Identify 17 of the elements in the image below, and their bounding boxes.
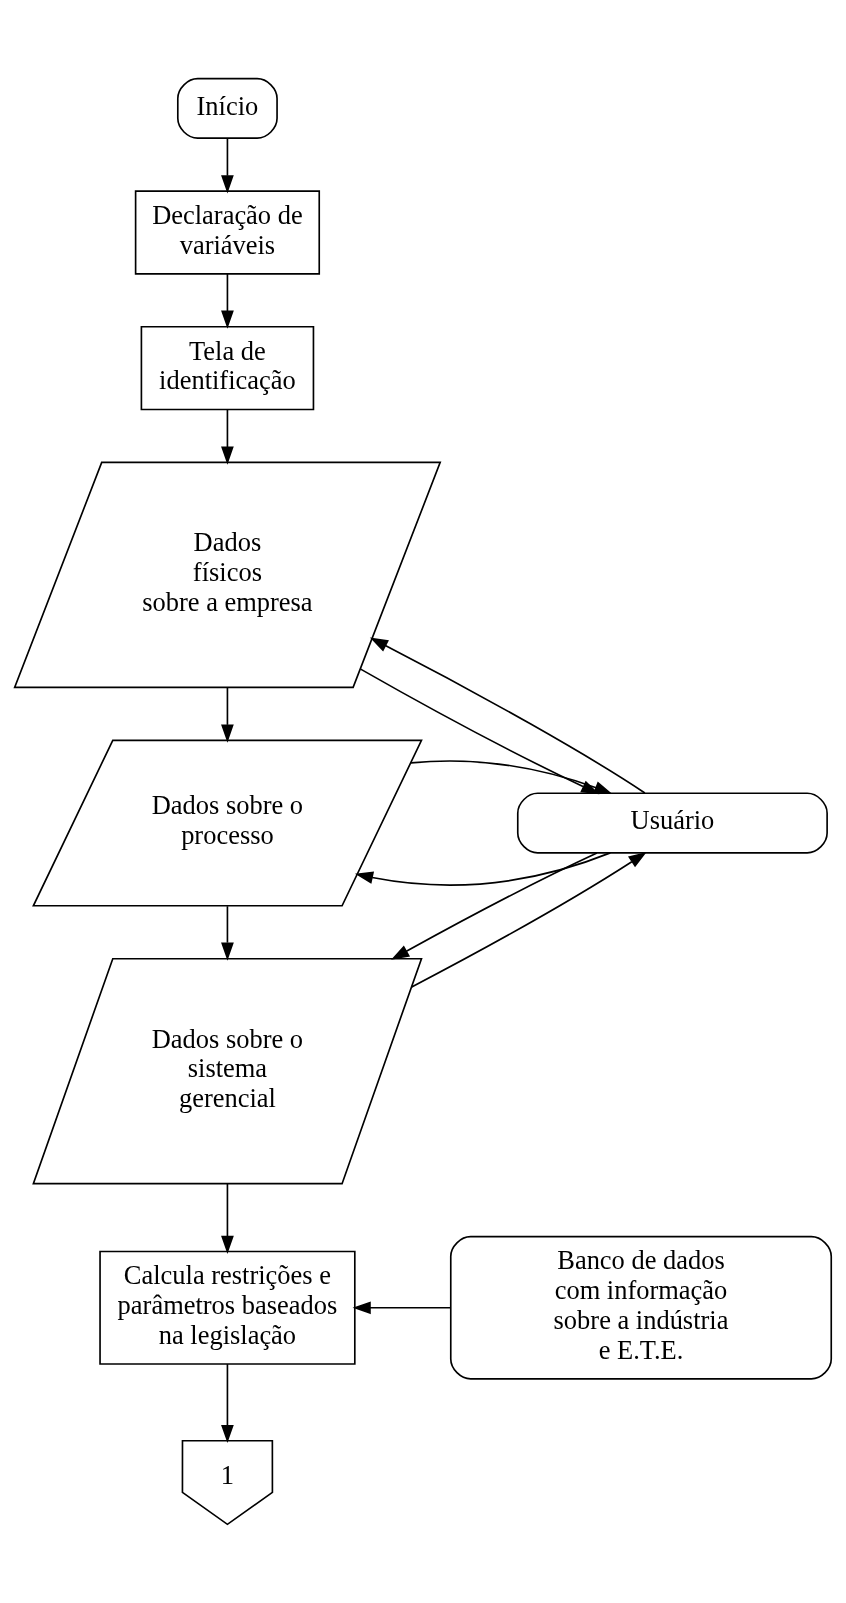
arrow: [221, 905, 234, 961]
node-box: Banco de dados com informação sobre a indústria e E.T.E.: [449, 1235, 833, 1380]
node-box: Início: [176, 77, 278, 139]
arrow: [221, 408, 234, 465]
arrow: [391, 852, 598, 960]
arrow: [221, 1183, 234, 1254]
arrow: [352, 1301, 452, 1315]
arrow: [354, 852, 612, 886]
arrow: [221, 1363, 234, 1444]
node-box: Declaração de variáveis: [134, 190, 321, 275]
arrow: [410, 851, 647, 988]
arrow: [221, 273, 234, 329]
arrow: [221, 137, 234, 194]
node-box: Calcula restrições e parâmetros baseados na legislação: [99, 1250, 356, 1365]
node-box: Usuário: [516, 792, 828, 854]
node-box: Tela de identificação: [140, 325, 315, 411]
arrow: [221, 686, 234, 743]
